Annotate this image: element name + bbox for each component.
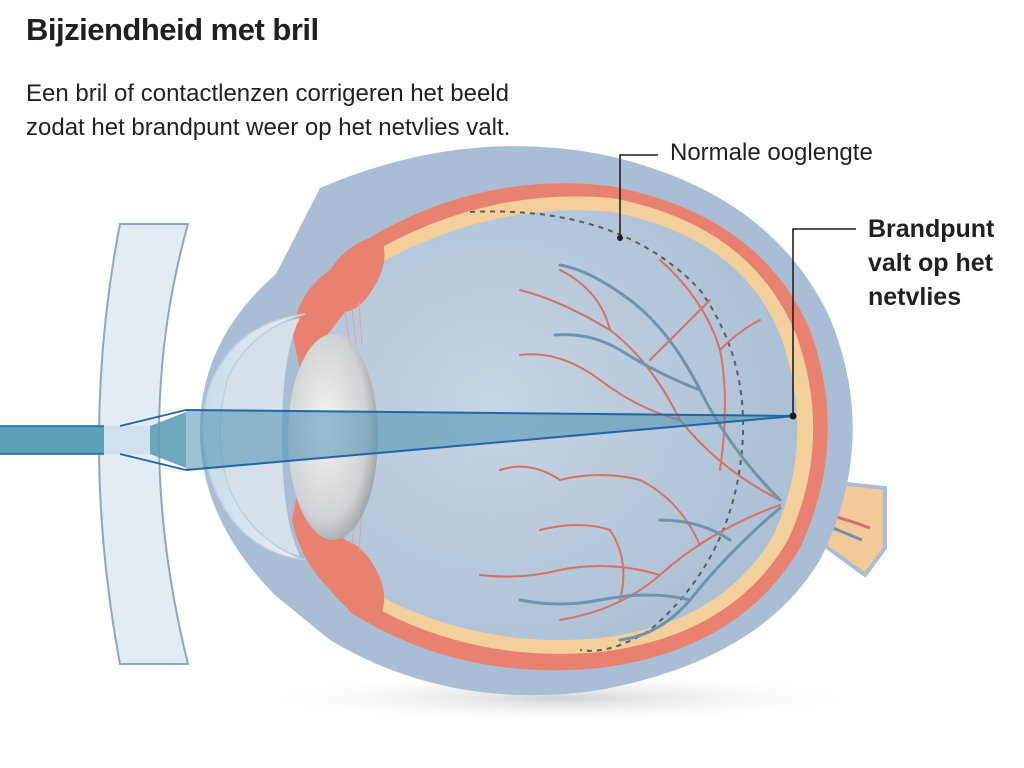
diagram-subtitle: Een bril of contactlenzen corrigeren het… (26, 77, 510, 145)
focal-point-label-line-3: netvlies (868, 283, 962, 311)
diverging-light-beam (150, 412, 186, 468)
converging-beam-edge (185, 409, 796, 417)
subtitle-line-1: Een bril of contactlenzen corrigeren het… (26, 80, 509, 107)
converging-beam-edge (185, 415, 796, 471)
focal-point-label-line-2: valt op het (868, 249, 994, 277)
diverging-beam-edge (119, 453, 187, 471)
diagram-title: Bijziendheid met bril (26, 12, 319, 47)
normal-eye-length-label: Normale ooglengte (670, 139, 873, 166)
incoming-light-beam (0, 426, 104, 454)
cornea (202, 313, 306, 561)
diverging-beam-edge (119, 409, 187, 427)
eye-shadow (250, 672, 870, 724)
ciliary-body-upper (292, 236, 385, 370)
retinal-vessels-red (479, 259, 781, 621)
beam-in-glasses (104, 426, 150, 454)
focal-point-label: Brandpunt valt op het netvlies (868, 212, 994, 314)
converging-light-beam (186, 410, 795, 470)
normal-length-leader-dot (617, 235, 623, 241)
retinal-vessels-blue (518, 263, 782, 642)
focal-point-label-line-1: Brandpunt (868, 215, 995, 243)
focal-point-leader (792, 228, 856, 416)
subtitle-line-2: zodat het brandpunt weer op het netvlies… (26, 114, 511, 141)
normal-length-leader (619, 154, 658, 238)
